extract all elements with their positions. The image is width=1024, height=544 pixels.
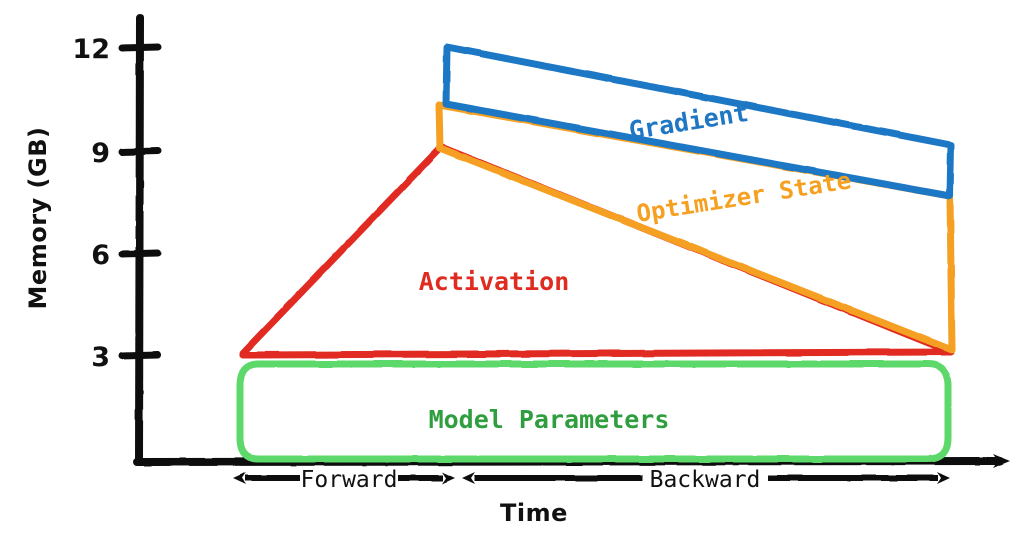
y-axis-line [135, 14, 144, 466]
series-gradient [442, 43, 955, 200]
gradient-outline [442, 43, 955, 200]
axis-group [118, 14, 1004, 466]
phase-label-forward: Forward [301, 467, 398, 493]
series-label-activation: Activation [419, 267, 570, 296]
model-parameters-box [236, 360, 952, 463]
y-tick-label-3: 3 [91, 342, 110, 373]
y-tick-label-6: 6 [91, 240, 110, 271]
series-label-gradient: Gradient [627, 98, 750, 145]
y-tick-label-12: 12 [72, 34, 110, 65]
series-model-parameters [236, 360, 952, 463]
y-tick-label-9: 9 [91, 138, 110, 169]
y-axis-title: Memory (GB) [24, 127, 52, 310]
y-tick-9 [118, 147, 162, 156]
series-optimizer-state [435, 101, 956, 354]
y-tick-12 [118, 43, 162, 52]
series-label-optimizer-state: Optimizer State [635, 166, 853, 228]
y-tick-6 [118, 249, 162, 258]
x-axis-title: Time [500, 499, 568, 527]
series-label-model-parameters: Model Parameters [429, 405, 670, 434]
y-tick-3 [118, 351, 162, 360]
optimizer-state-outline [435, 101, 956, 354]
phase-label-backward: Backward [650, 467, 761, 493]
